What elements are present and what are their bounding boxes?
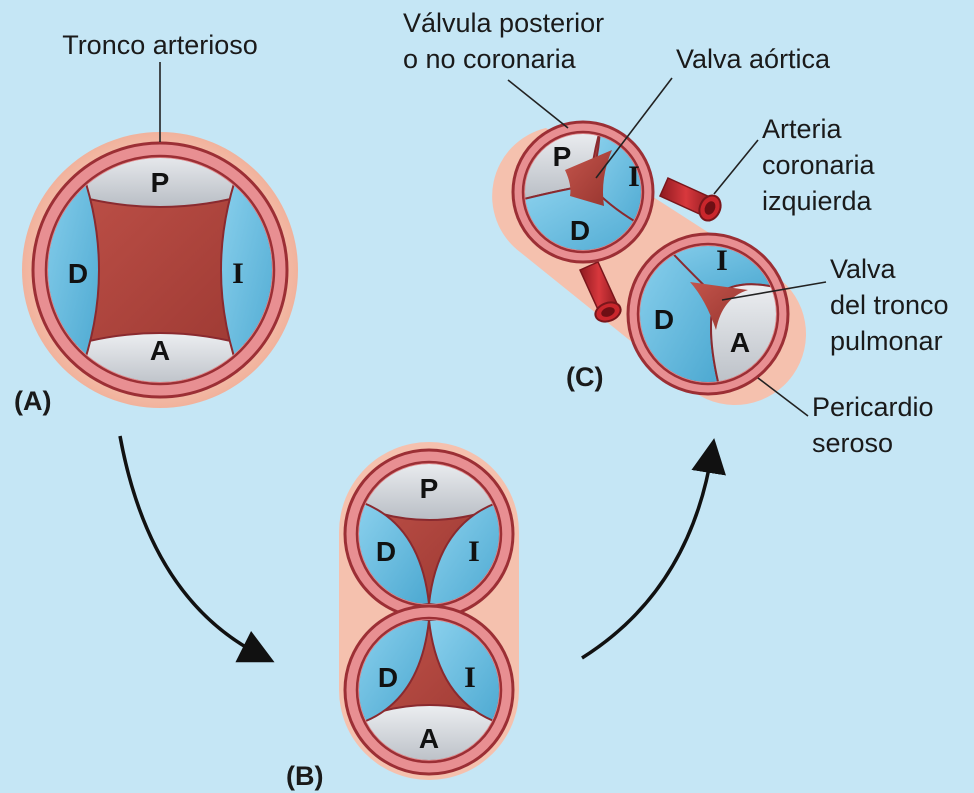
cusp-label-p-a: P xyxy=(151,167,170,198)
truncus-arteriosus-section: P A D I xyxy=(22,132,298,408)
cusp-label-a-c: A xyxy=(730,327,750,358)
cusp-label-d-a: D xyxy=(68,258,88,289)
cusp-label-d-b-lower: D xyxy=(378,662,398,693)
label-valva-pulmonar-3: pulmonar xyxy=(830,326,943,356)
cusp-label-a-b: A xyxy=(419,723,439,754)
label-valvula-posterior-1: Válvula posterior xyxy=(403,8,604,38)
label-arteria-1: Arteria xyxy=(762,114,843,144)
cusp-label-i-a: I xyxy=(232,257,244,290)
cusp-label-d-c-pulm: D xyxy=(654,304,674,335)
label-valva-aortica: Valva aórtica xyxy=(676,44,831,74)
separating-trunks-section: P D I D I A xyxy=(339,442,519,780)
aorta-pulmonary-section: P I D I D A xyxy=(492,122,806,405)
panel-label-a: (A) xyxy=(14,386,51,416)
cusp-label-d-c-aorta: D xyxy=(570,215,590,246)
cusp-label-p-c: P xyxy=(553,141,572,172)
cusp-label-i-b-upper: I xyxy=(468,535,480,568)
label-valva-pulmonar-2: del tronco xyxy=(830,290,949,320)
label-pericardio-1: Pericardio xyxy=(812,392,934,422)
label-arteria-3: izquierda xyxy=(762,186,873,216)
panel-label-b: (B) xyxy=(286,761,323,791)
arrow-a-to-b xyxy=(120,436,262,656)
label-tronco-arterioso: Tronco arterioso xyxy=(62,30,258,60)
label-arteria-2: coronaria xyxy=(762,150,876,180)
label-pericardio-2: seroso xyxy=(812,428,893,458)
cusp-label-i-b-lower: I xyxy=(464,661,476,694)
cusp-label-p-b: P xyxy=(420,473,439,504)
cusp-label-d-b-upper: D xyxy=(376,536,396,567)
label-valva-pulmonar-1: Valva xyxy=(830,254,897,284)
label-valvula-posterior-2: o no coronaria xyxy=(403,44,577,74)
cusp-label-i-c-pulm: I xyxy=(716,244,728,277)
cusp-label-a-a: A xyxy=(150,335,170,366)
cusp-label-i-c-aorta: I xyxy=(628,160,640,193)
arrow-b-to-c xyxy=(582,452,712,658)
panel-label-c: (C) xyxy=(566,362,603,392)
